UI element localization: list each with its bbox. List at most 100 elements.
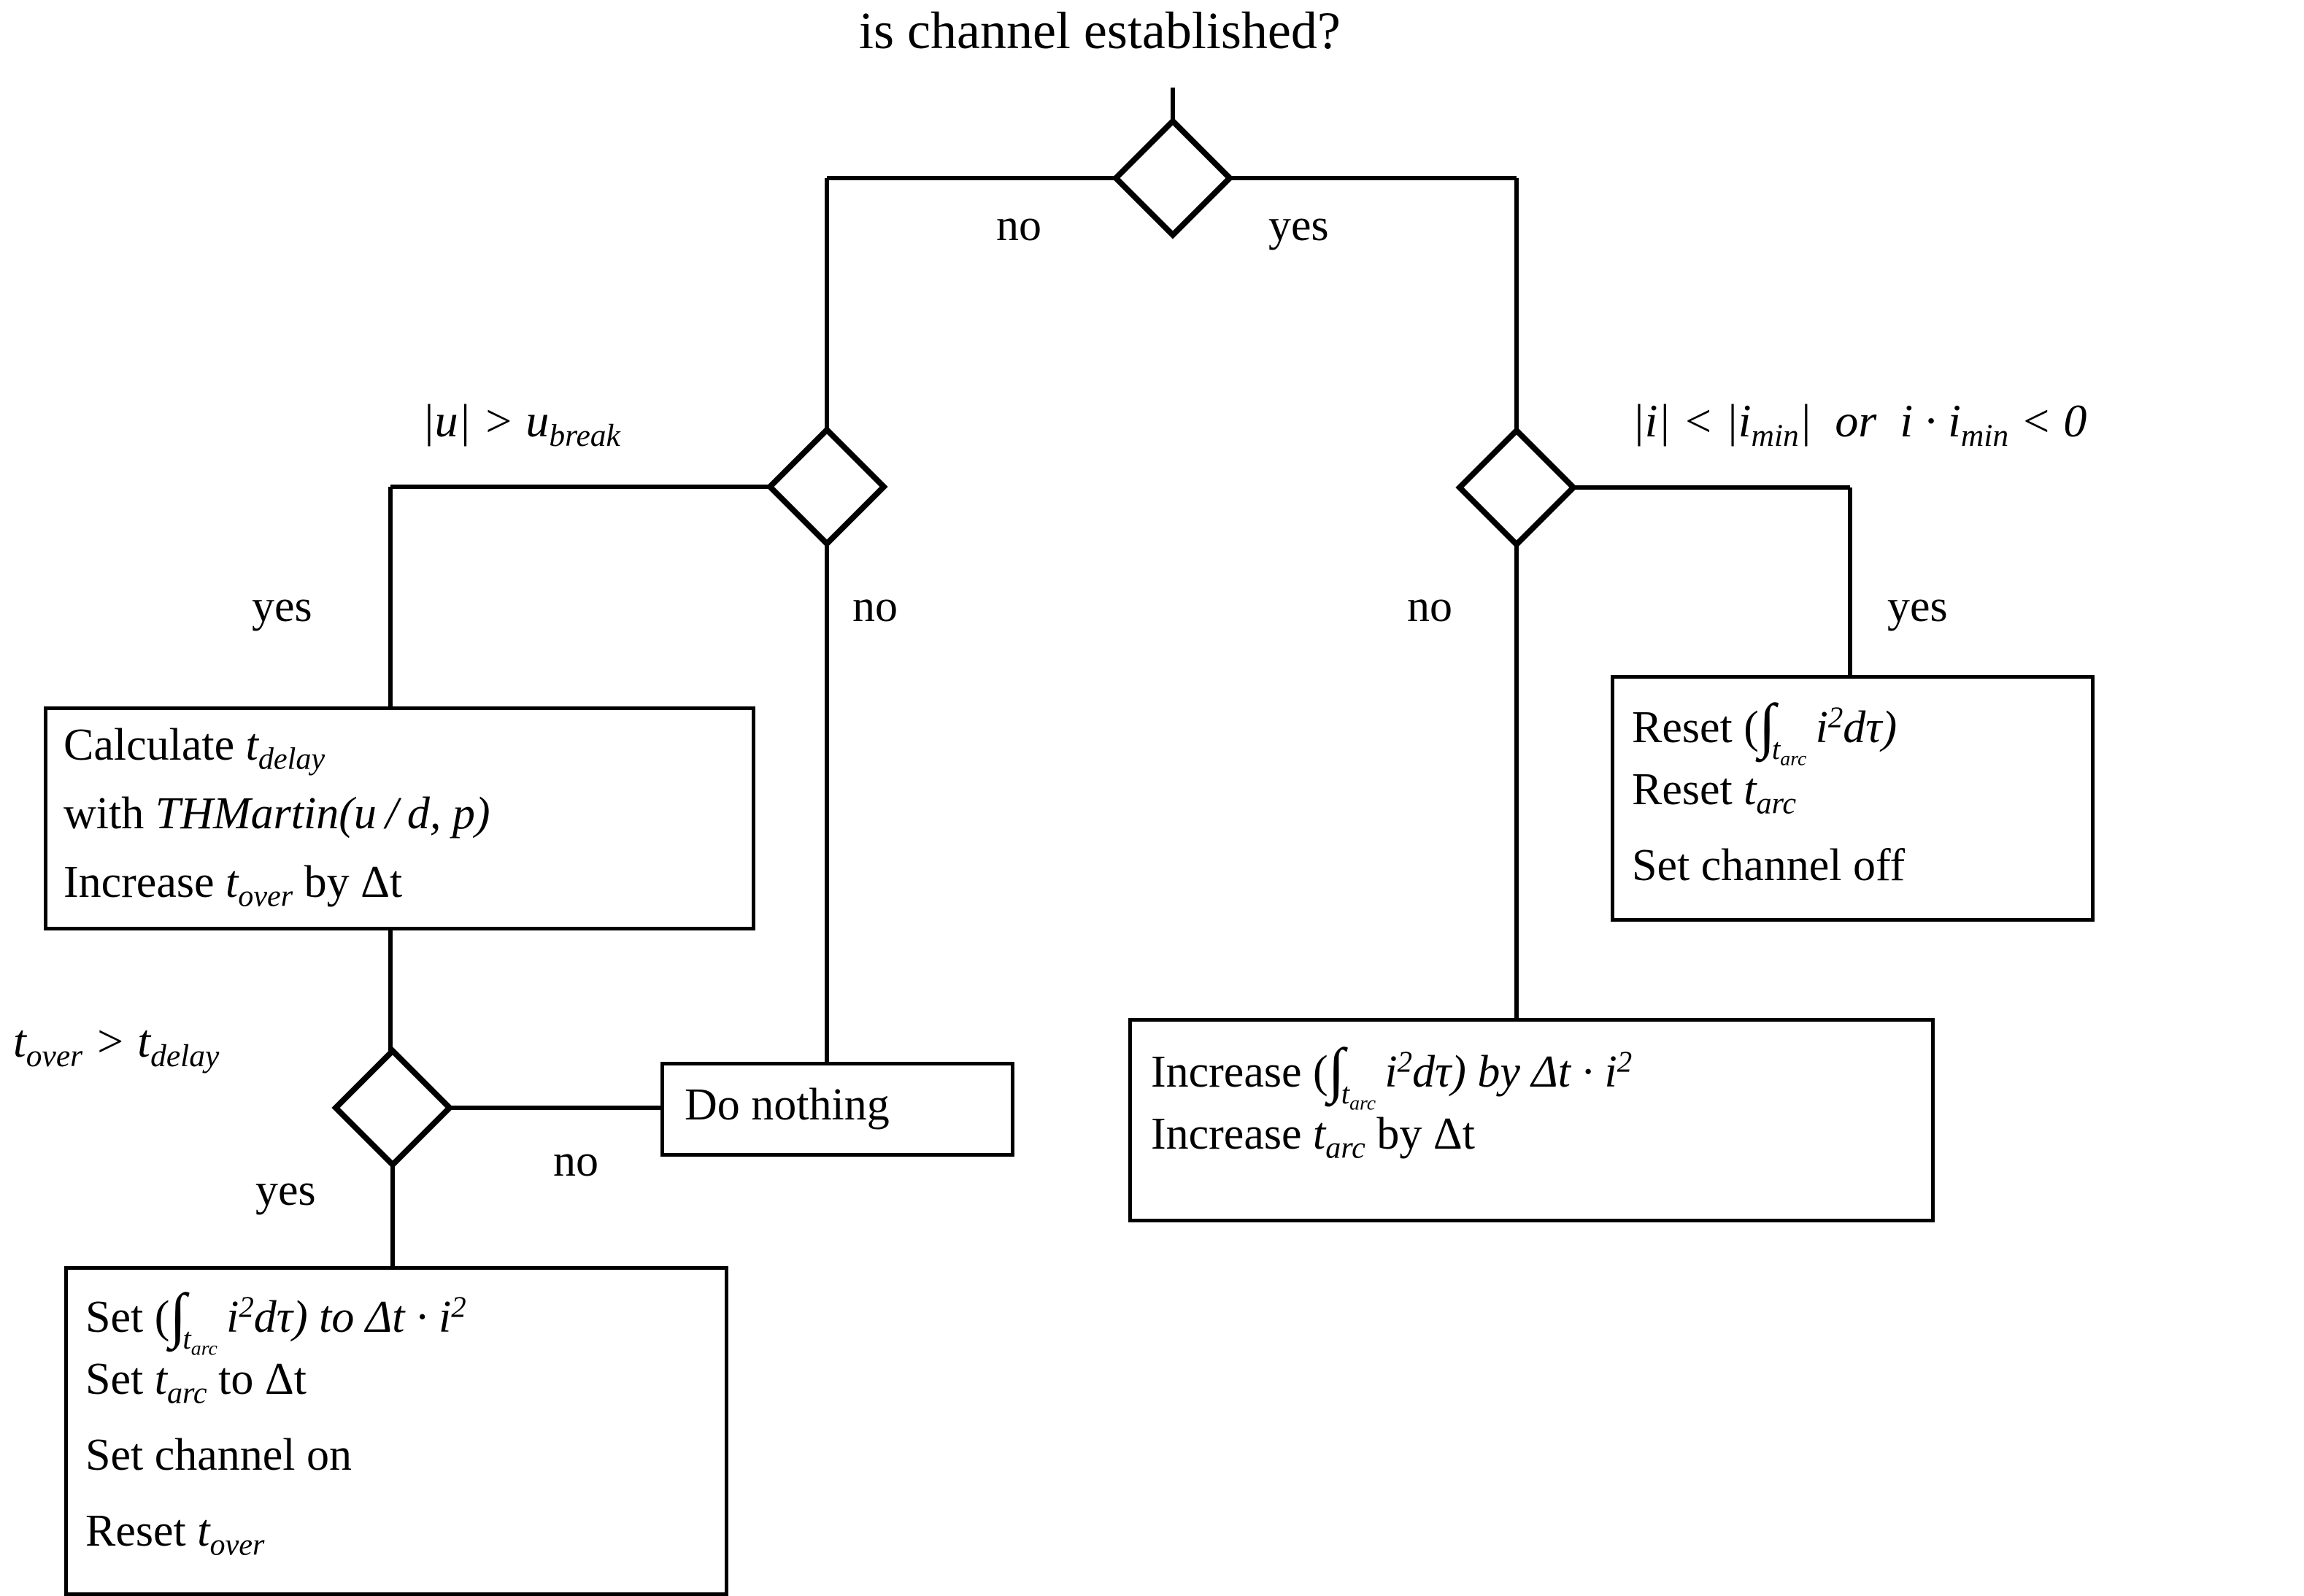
setarc-l4-sub: over — [209, 1527, 265, 1562]
incarc-l1-pre: Increase ( — [1151, 1047, 1328, 1097]
resetarc-l1-post: dτ) — [1843, 703, 1897, 752]
calculate-line-1: Calculate tdelay — [63, 722, 325, 775]
cond-left-lhs: u — [434, 395, 458, 447]
calc-l3-pre: Increase — [63, 857, 226, 907]
setarc-l1-sup: 2 — [239, 1290, 254, 1324]
calc-l3-sub: over — [238, 879, 293, 914]
resetarc-l1-ilim-sub: arc — [1780, 747, 1807, 770]
edge-label-delay-yes: yes — [255, 1165, 316, 1215]
reset-arc-line-2: Reset tarc — [1632, 766, 1796, 820]
process-box-increase-arc: Increase (∫tarci2dτ) by Δt · i2 Increase… — [1128, 1018, 1935, 1222]
process-box-calculate: Calculate tdelay with THMartin(u / d, p)… — [44, 706, 755, 930]
edge-label-delay-no: no — [553, 1136, 598, 1186]
cond-left-rhs-sub: break — [549, 418, 620, 454]
setarc-l2-post: to Δt — [207, 1354, 307, 1404]
calculate-line-3: Increase tover by Δt — [63, 859, 402, 912]
condition-left-decision: |u| > ubreak — [422, 398, 620, 452]
cond-delay-lhs: t — [13, 1015, 26, 1067]
integral-icon: ∫ — [1328, 1036, 1345, 1105]
reset-arc-line-1: Reset (∫tarci2dτ) — [1632, 690, 1897, 770]
edge-label-right-yes: yes — [1887, 582, 1948, 631]
incarc-l1-post: dτ) by Δt · i — [1412, 1047, 1617, 1097]
cond-right-bar3: | — [1725, 395, 1738, 447]
cond-delay-op: > — [94, 1015, 126, 1067]
setarc-l2-pre: Set — [85, 1354, 155, 1404]
cond-right-bar1: | — [1632, 395, 1645, 447]
resetarc-l1-pre: Reset ( — [1632, 703, 1759, 752]
process-box-set-arc: Set (∫tarci2dτ) to Δt · i2 Set tarc to Δ… — [64, 1266, 728, 1596]
calc-l1-var: t — [245, 720, 258, 770]
integral-icon: ∫ — [169, 1281, 187, 1350]
integral-icon: ∫ — [1758, 692, 1776, 760]
calculate-line-2: with THMartin(u / d, p) — [63, 790, 490, 837]
set-arc-line-1: Set (∫tarci2dτ) to Δt · i2 — [85, 1280, 466, 1360]
cond-delay-rhs-sub: delay — [150, 1038, 220, 1074]
cond-right-p1: i — [1644, 395, 1658, 447]
cond-delay-rhs: t — [137, 1015, 151, 1067]
resetarc-l2-sub: arc — [1756, 786, 1797, 821]
cond-right-bar2: | — [1657, 395, 1671, 447]
edge-label-left-no: no — [852, 582, 898, 631]
calc-l2-pre: with — [63, 789, 155, 839]
calc-l3-post: by Δt — [293, 857, 403, 907]
calc-l2-var: THMartin(u / d, p) — [155, 789, 490, 839]
increase-arc-line-1: Increase (∫tarci2dτ) by Δt · i2 — [1151, 1035, 1632, 1114]
incarc-l1-ilim-sub: arc — [1349, 1091, 1376, 1114]
process-box-reset-arc: Reset (∫tarci2dτ) Reset tarc Set channel… — [1611, 675, 2095, 922]
cond-right-zero: 0 — [2063, 395, 2087, 447]
reset-arc-line-3: Set channel off — [1632, 841, 1906, 890]
set-arc-line-3: Set channel on — [85, 1430, 352, 1480]
calc-l1-sub: delay — [258, 741, 325, 776]
setarc-l1-tailsup: 2 — [451, 1290, 466, 1324]
calc-l1-pre: Calculate — [63, 720, 246, 770]
incarc-l1-ilim: tarc — [1341, 1076, 1376, 1114]
setarc-l1-ilim-sub: arc — [190, 1336, 217, 1360]
edge-label-right-no: no — [1407, 582, 1452, 631]
cond-right-dot: · — [1925, 395, 1937, 447]
resetarc-l1-sup: 2 — [1827, 701, 1843, 734]
cond-delay-lhs-sub: over — [26, 1038, 83, 1074]
resetarc-l1-ilim-v: t — [1771, 732, 1781, 766]
resetarc-l1-mid: i — [1815, 703, 1828, 752]
cond-right-op1: < — [1681, 395, 1714, 447]
resetarc-l1-ilim: tarc — [1771, 732, 1807, 770]
cond-left-op: > — [482, 395, 515, 447]
cond-left-rhs: u — [525, 395, 550, 447]
incarc-l1-tailsup: 2 — [1617, 1045, 1633, 1079]
incarc-l2-sub: arc — [1325, 1130, 1365, 1165]
incarc-l2-post: by Δt — [1365, 1109, 1475, 1159]
setarc-l1-ilim-v: t — [182, 1322, 191, 1355]
resetarc-l2-var: t — [1744, 765, 1757, 814]
setarc-l1-mid: i — [226, 1292, 239, 1342]
cond-right-p4-sub: min — [1960, 418, 2009, 454]
calc-l3-var: t — [226, 857, 239, 907]
set-arc-line-2: Set tarc to Δt — [85, 1356, 307, 1409]
cond-right-op2: < — [2020, 395, 2052, 447]
cond-left-bar2: | — [458, 395, 471, 447]
increase-arc-line-2: Increase tarc by Δt — [1151, 1111, 1475, 1164]
incarc-l1-sup: 2 — [1397, 1045, 1413, 1079]
incarc-l1-ilim-v: t — [1341, 1076, 1350, 1110]
setarc-l4-var: t — [197, 1506, 210, 1556]
cond-left-bar: | — [422, 395, 435, 447]
incarc-l2-pre: Increase — [1151, 1109, 1313, 1159]
set-arc-line-4: Reset tover — [85, 1508, 264, 1561]
cond-right-p2-sub: min — [1751, 418, 1799, 454]
page-title: is channel established? — [859, 1, 1341, 60]
cond-right-conj: or — [1835, 395, 1877, 447]
edge-label-root-yes: yes — [1268, 201, 1329, 250]
edge-label-root-no: no — [996, 201, 1041, 250]
setarc-l1-post: dτ) to Δt · i — [253, 1292, 452, 1342]
setarc-l1-pre: Set ( — [85, 1292, 170, 1342]
process-box-do-nothing: Do nothing — [660, 1062, 1014, 1157]
cond-right-p3: i — [1900, 395, 1914, 447]
setarc-l4-pre: Reset — [85, 1506, 198, 1556]
cond-right-p2: i — [1738, 395, 1752, 447]
setarc-l2-var: t — [154, 1354, 167, 1404]
resetarc-l2-pre: Reset — [1632, 765, 1744, 814]
cond-right-p4: i — [1948, 395, 1961, 447]
incarc-l1-mid: i — [1384, 1047, 1398, 1097]
setarc-l1-ilim: tarc — [182, 1322, 217, 1360]
